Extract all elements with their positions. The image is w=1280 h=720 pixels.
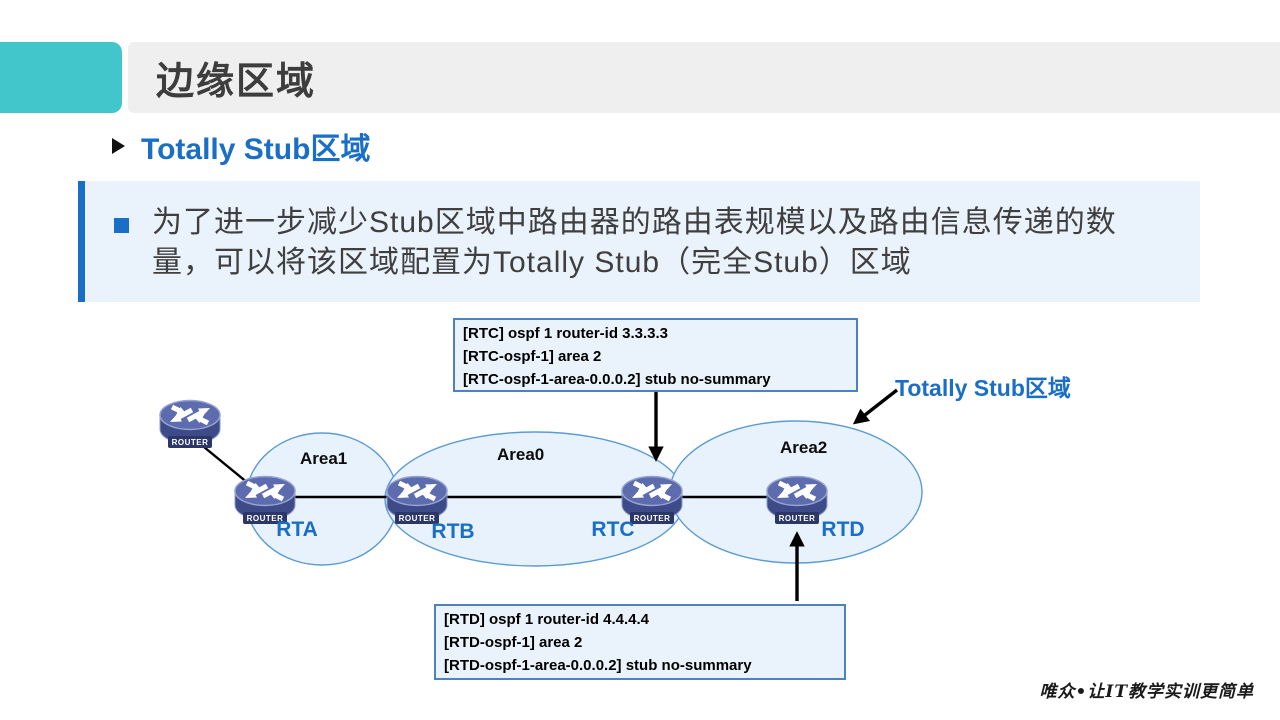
rtd-config-box: [RTD] ospf 1 router-id 4.4.4.4 [RTD-ospf… [434,604,846,680]
triangle-bullet-icon [112,138,125,154]
area2-label: Area2 [780,438,828,457]
rtd-label: RTD [821,518,865,541]
header-bar: 边缘区域 [128,42,1280,113]
router-word: ROUTER [779,514,816,523]
callout-text: 为了进一步减少Stub区域中路由器的路由表规模以及路由信息传递的数 量，可以将该… [152,203,1117,283]
config-line: [RTD-ospf-1-area-0.0.0.2] stub no-summar… [444,657,752,674]
rtb-label: RTB [431,520,475,543]
callout-line: 为了进一步减少Stub区域中路由器的路由表规模以及路由信息传递的数 [152,206,1117,239]
config-line: [RTC] ospf 1 router-id 3.3.3.3 [463,325,669,342]
callout-box: 为了进一步减少Stub区域中路由器的路由表规模以及路由信息传递的数 量，可以将该… [78,181,1200,302]
square-bullet-icon [114,218,129,233]
totally-stub-annotation: Totally Stub区域 [895,375,1071,401]
router-icon: ROUTER [386,475,448,524]
router-icon: ROUTER [766,475,828,524]
callout-line: 量，可以将该区域配置为Totally Stub（完全Stub）区域 [152,246,912,279]
router-icon: ROUTER [234,475,296,524]
config-line: [RTC-ospf-1-area-0.0.0.2] stub no-summar… [463,371,771,388]
router-icon: ROUTER [159,399,221,448]
page-title: 边缘区域 [156,61,317,103]
callout-accent-bar [78,181,85,302]
router-word: ROUTER [399,514,436,523]
accent-block [0,42,122,113]
area0-label: Area0 [497,445,545,464]
config-line: [RTD] ospf 1 router-id 4.4.4.4 [444,611,650,628]
section-heading: Totally Stub区域 [112,124,370,168]
rtc-config-box: [RTC] ospf 1 router-id 3.3.3.3 [RTC-ospf… [453,318,858,392]
config-line: [RTC-ospf-1] area 2 [463,348,602,365]
area1-label: Area1 [300,449,348,468]
router-word: ROUTER [634,514,671,523]
watermark-text: 唯众•让IT教学实训更简单 [1039,682,1254,702]
router-word: ROUTER [172,438,209,447]
rta-label: RTA [276,518,318,541]
rtc-label: RTC [591,518,635,541]
router-word: ROUTER [247,514,284,523]
section-title: Totally Stub区域 [141,133,371,166]
router-icon: ROUTER [621,475,683,524]
config-line: [RTD-ospf-1] area 2 [444,634,583,651]
arrow-annotation-to-area2 [852,388,899,425]
